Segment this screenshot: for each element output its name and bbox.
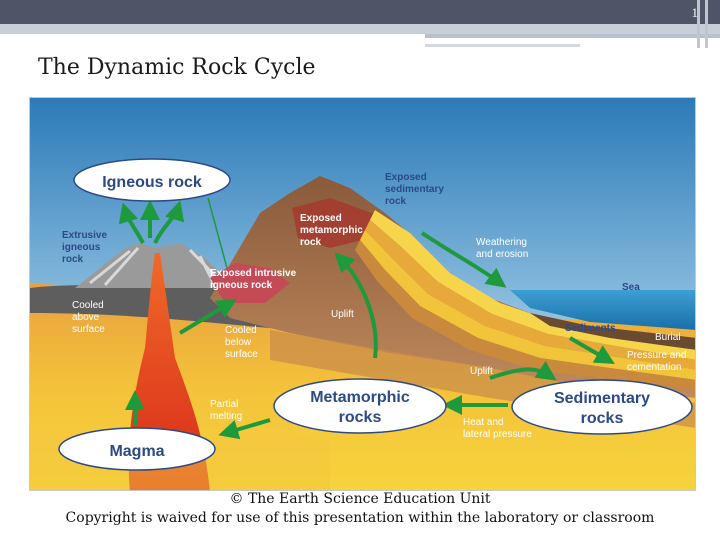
sea-label: Sea	[622, 282, 640, 293]
metamorphic-rocks-oval	[273, 378, 447, 434]
weathering-label-1: Weathering	[476, 237, 527, 248]
light-labels: Cooled above surface Exposed intrusive i…	[72, 213, 686, 440]
cooled-below-label-1: Cooled	[225, 325, 257, 336]
exposed-sedimentary-label-3: rock	[385, 196, 407, 207]
cooled-above-label-3: surface	[72, 324, 105, 335]
arrow-partial-melting	[218, 418, 271, 440]
extrusive-label-3: rock	[62, 254, 84, 265]
extrusive-label-2: igneous	[62, 242, 101, 253]
heat-pressure-label-2: lateral pressure	[463, 429, 532, 440]
heat-pressure-label-1: Heat and	[463, 417, 504, 428]
header-divider	[705, 0, 708, 48]
cooled-below-label-2: below	[225, 337, 252, 348]
sedimentary-label-1: Sedimentary	[554, 390, 650, 407]
cooled-below-label-3: surface	[225, 349, 258, 360]
exposed-intrusive-area	[210, 263, 290, 303]
sedimentary-rocks-oval	[511, 379, 693, 435]
arrow-cooled-below	[178, 298, 237, 335]
credit-line: © The Earth Science Education Unit	[229, 491, 491, 507]
header-rule	[425, 34, 720, 38]
exposed-metamorphic-label-2: metamorphic	[300, 225, 363, 236]
pointer-exposed-intrusive	[207, 197, 228, 269]
exposed-sedimentary-label-2: sedimentary	[385, 184, 444, 195]
pressure-label-2: cementation	[627, 362, 681, 373]
cooled-above-label-1: Cooled	[72, 300, 104, 311]
partial-melting-label-2: melting	[210, 411, 242, 422]
cooled-above-label-2: above	[72, 312, 100, 323]
pressure-label-1: Pressure and	[627, 350, 686, 361]
exposed-intrusive-label-1: Exposed intrusive	[210, 268, 297, 279]
burial-label: Burial	[655, 332, 681, 343]
sediment-layer	[365, 220, 695, 370]
arrow-extrusive-right	[153, 200, 185, 244]
copyright-line: Copyright is waived for use of this pres…	[65, 510, 655, 526]
exposed-metamorphic-label-3: rock	[300, 237, 322, 248]
volcano-stripes	[89, 247, 227, 288]
sea	[510, 290, 695, 330]
partial-melting-label-1: Partial	[210, 399, 238, 410]
exposed-metamorphic-label-1: Exposed	[300, 213, 342, 224]
magma-oval	[58, 427, 216, 471]
uplift-top-label: Uplift	[331, 309, 354, 320]
header-bar	[0, 0, 720, 24]
exposed-intrusive-label-2: igneous rock	[210, 280, 273, 291]
magma-label: Magma	[109, 443, 164, 460]
weathering-label-2: and erosion	[476, 249, 528, 260]
arrow-burial	[568, 336, 615, 365]
sediment-layer	[360, 230, 695, 380]
header-divider	[697, 0, 700, 48]
exposed-sedimentary-label-1: Exposed	[385, 172, 427, 183]
dark-labels: Extrusive igneous rock Exposed sedimenta…	[62, 172, 640, 334]
uplift-bottom-label: Uplift	[470, 366, 493, 377]
cycle-arrows	[118, 197, 615, 440]
arrow-extrusive-left	[118, 202, 145, 244]
arrow-uplift-bottom	[489, 361, 557, 381]
igneous-rock-oval	[73, 158, 231, 202]
igneous-rock-label: Igneous rock	[102, 174, 202, 191]
header-accent	[0, 24, 720, 34]
arrow-weathering	[420, 231, 507, 288]
arrow-uplift-top	[334, 252, 378, 359]
extrusive-label-1: Extrusive	[62, 230, 107, 241]
exposed-metamorphic-area	[292, 198, 380, 248]
sea-sediment	[530, 313, 695, 350]
header-rule-short	[425, 44, 580, 47]
metamorphic-label-2: rocks	[339, 409, 382, 426]
slide-number: 1	[691, 5, 699, 20]
sedimentary-label-2: rocks	[581, 410, 624, 427]
slide-title: The Dynamic Rock Cycle	[38, 55, 316, 80]
metamorphic-label-1: Metamorphic	[310, 389, 410, 406]
sediment-layer	[355, 240, 695, 390]
rock-cycle-diagram: Igneous rock Metamorphic rocks Sedimenta…	[29, 97, 696, 491]
sediments-label: Sediments	[565, 323, 616, 334]
